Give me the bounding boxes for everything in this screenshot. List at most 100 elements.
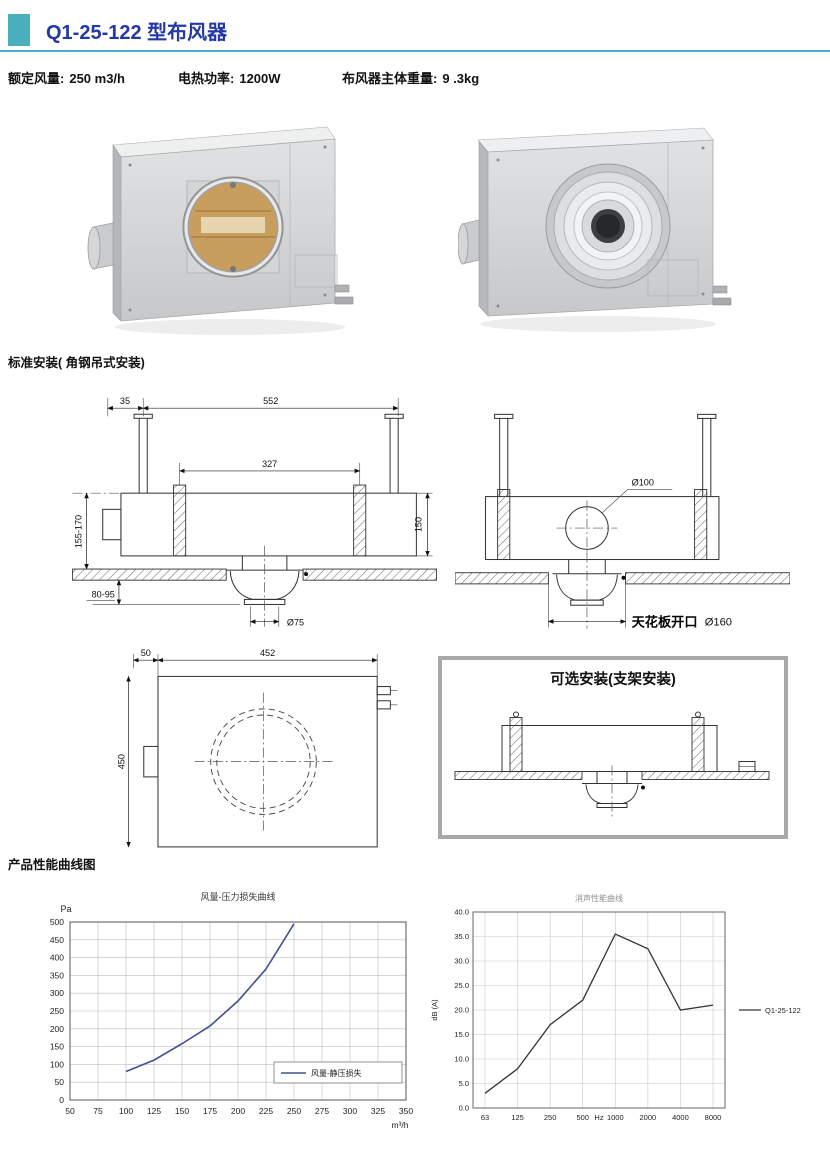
optional-install-panel: 可选安装(支架安装): [438, 656, 788, 839]
svg-text:20.0: 20.0: [454, 1006, 469, 1015]
optional-install-title: 可选安装(支架安装): [550, 672, 676, 688]
drawing-standard-install-front: 35 552 327 150 15: [71, 392, 438, 650]
section-standard-install: 标准安装( 角钢吊式安装): [8, 356, 145, 370]
side-duct-stub: [102, 508, 122, 541]
svg-text:450: 450: [50, 935, 64, 945]
ceiling-opening-label: 天花板开口: [632, 614, 698, 630]
dim-150: 150: [413, 517, 423, 532]
svg-text:200: 200: [50, 1024, 64, 1034]
svg-text:225: 225: [259, 1106, 273, 1116]
svg-text:2000: 2000: [640, 1113, 657, 1122]
svg-text:300: 300: [50, 988, 64, 998]
side-install-drawing: Ø100 天花板开口 Ø160: [454, 413, 791, 630]
svg-text:350: 350: [50, 970, 64, 980]
ceiling-diffuser: [226, 545, 309, 627]
hanger-rods: [494, 413, 717, 497]
product-photo-open-view: [85, 105, 365, 345]
cable-gland: [334, 296, 354, 305]
svg-text:30.0: 30.0: [454, 957, 469, 966]
cable-gland: [712, 297, 732, 306]
spec-airflow-value: 250 m3/h: [69, 71, 125, 86]
svg-text:风量-压力损失曲线: 风量-压力损失曲线: [201, 891, 276, 902]
spec-airflow-label: 额定风量:: [8, 71, 65, 86]
svg-text:75: 75: [93, 1106, 103, 1116]
svg-text:0.0: 0.0: [459, 1104, 469, 1113]
spec-weight: 布风器主体重量:9 .3kg: [342, 68, 479, 87]
svg-text:100: 100: [50, 1059, 64, 1069]
svg-text:125: 125: [147, 1106, 161, 1116]
dim-35: 35: [120, 396, 130, 406]
diffuser-opening-dashed: [210, 708, 317, 815]
spec-power: 电热功率:1200W: [178, 68, 281, 87]
round-diffuser: [545, 163, 671, 289]
optional-install-drawing: [454, 711, 770, 818]
dim-80-95: 80-95: [92, 589, 115, 599]
section-performance: 产品性能曲线图: [8, 858, 96, 872]
svg-text:1000: 1000: [607, 1113, 624, 1122]
support-bracket: [509, 717, 523, 772]
dim-155-170: 155-170: [73, 515, 83, 548]
angle-steel-bracket: [353, 484, 367, 557]
angle-steel-bracket: [173, 484, 187, 557]
front-install-drawing: 35 552 327 150 15: [71, 396, 438, 628]
dim-160: Ø160: [705, 617, 732, 629]
dim-75: Ø75: [287, 618, 304, 628]
unit-body-outline: [120, 492, 417, 557]
dim-100: Ø100: [632, 477, 654, 487]
ceiling-diffuser: [552, 552, 626, 629]
angle-steel-bracket: [694, 489, 708, 560]
svg-text:40.0: 40.0: [454, 908, 469, 917]
drawing-standard-install-side: Ø100 天花板开口 Ø160: [454, 400, 791, 649]
svg-text:200: 200: [231, 1106, 245, 1116]
svg-text:dB (A): dB (A): [430, 999, 439, 1021]
svg-text:Hz: Hz: [594, 1113, 603, 1122]
page-title: Q1-25-122 型布风器: [46, 22, 228, 44]
svg-text:Pa: Pa: [60, 904, 71, 914]
svg-text:50: 50: [65, 1106, 75, 1116]
mounting-bolt: [738, 761, 756, 772]
drawing-top-view: 50 452 450: [115, 648, 410, 853]
product-photo-open-view-image: [87, 126, 354, 335]
svg-text:350: 350: [399, 1106, 413, 1116]
electrical-fittings: [376, 686, 398, 710]
svg-text:250: 250: [287, 1106, 301, 1116]
svg-text:325: 325: [371, 1106, 385, 1116]
product-photo-diffuser-view-image: [457, 127, 732, 332]
spec-weight-value: 9 .3kg: [442, 71, 480, 86]
svg-text:125: 125: [511, 1113, 524, 1122]
dim-50: 50: [141, 648, 151, 658]
svg-text:Q1-25-122: Q1-25-122: [765, 1006, 801, 1015]
svg-text:150: 150: [175, 1106, 189, 1116]
dim-452: 452: [260, 648, 275, 658]
svg-text:275: 275: [315, 1106, 329, 1116]
dim-552: 552: [263, 396, 278, 406]
svg-text:50: 50: [55, 1077, 65, 1087]
dim-450: 450: [116, 754, 126, 769]
top-view-drawing: 50 452 450: [116, 648, 398, 848]
hanger-rods: [133, 413, 404, 494]
svg-text:8000: 8000: [705, 1113, 722, 1122]
svg-text:500: 500: [576, 1113, 589, 1122]
ceiling-section: [71, 568, 438, 581]
svg-text:25.0: 25.0: [454, 981, 469, 990]
svg-text:消声性能曲线: 消声性能曲线: [575, 893, 623, 903]
svg-text:400: 400: [50, 953, 64, 963]
svg-text:500: 500: [50, 917, 64, 927]
svg-text:150: 150: [50, 1042, 64, 1052]
dim-327: 327: [262, 459, 277, 469]
svg-text:35.0: 35.0: [454, 932, 469, 941]
spec-airflow: 额定风量: 250 m3/h: [8, 68, 125, 87]
support-rail: [454, 771, 770, 780]
cable-gland: [334, 284, 350, 293]
support-bracket: [691, 717, 705, 772]
drawing-optional-install: [447, 698, 777, 828]
spec-power-value: 1200W: [239, 71, 281, 86]
ceiling-diffuser: [582, 765, 645, 818]
spec-row: 额定风量: 250 m3/h 电热功率:1200W 布风器主体重量:9 .3kg: [0, 68, 830, 88]
svg-text:63: 63: [481, 1113, 489, 1122]
svg-text:100: 100: [119, 1106, 133, 1116]
